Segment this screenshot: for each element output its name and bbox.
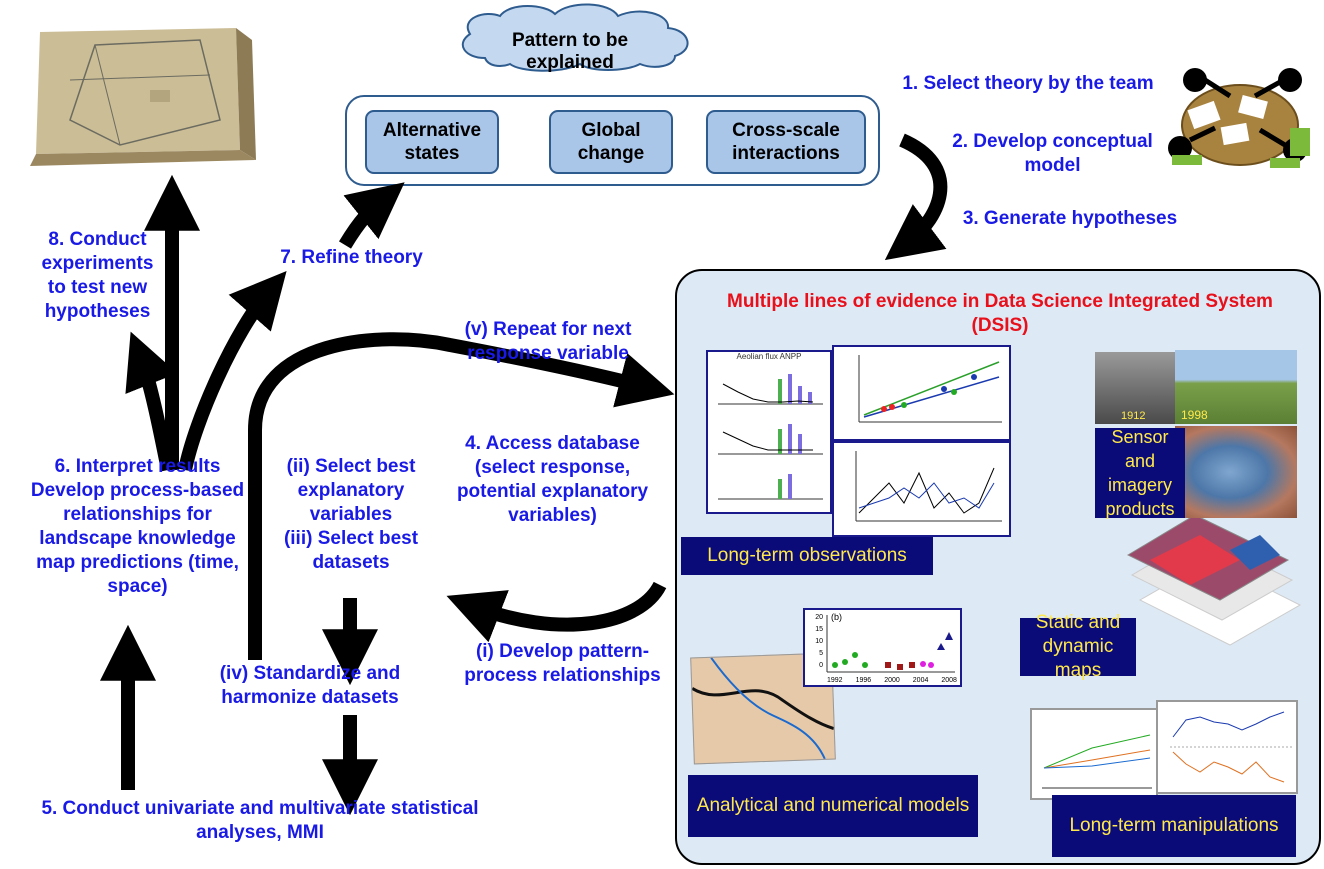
arrow-refine-theory <box>338 182 405 249</box>
arrow-develop-pattern <box>446 581 667 643</box>
pattern-cloud <box>461 3 689 72</box>
arrow-repeat-next <box>248 332 675 660</box>
arrow-to-hypotheses <box>125 331 178 472</box>
x-tick-2000: 2000 <box>884 677 900 684</box>
dsis-title: Multiple lines of evidence in Data Scien… <box>727 291 1273 336</box>
model-chart-y-labels: 20 15 10 5 0 <box>807 612 823 672</box>
panel-static-dynamic-maps: Static and dynamic maps <box>1020 612 1136 681</box>
panel-long-term-observations: Long-term observations <box>681 537 933 575</box>
step-1-select-theory: 1. Select theory by the team <box>902 73 1154 94</box>
aeolian-chart-title: Aeolian flux ANPP <box>736 352 802 361</box>
step-8-conduct-experiments: 8. Conduct experiments to test new hypot… <box>41 229 154 322</box>
panel-analytical-models: Analytical and numerical models <box>688 775 978 837</box>
step-7-refine-theory: 7. Refine theory <box>280 247 423 268</box>
substep-ii-iii-select: (ii) Select best explanatory variables (… <box>266 455 436 575</box>
substep-ii-label: (ii) Select best explanatory variables <box>286 456 416 525</box>
map-stack-image <box>1126 514 1302 646</box>
x-tick-1992: 1992 <box>827 677 843 684</box>
panel-long-term-manipulations: Long-term manipulations <box>1052 795 1296 857</box>
terrain-map-image <box>690 652 836 765</box>
team-clipart <box>1168 68 1310 168</box>
model-chart-drawing <box>826 615 955 673</box>
y-tick-15: 15 <box>815 626 823 633</box>
response-chart-drawing <box>1170 711 1292 783</box>
time-series-chart <box>832 441 1011 537</box>
step-3-generate-hypotheses: 3. Generate hypotheses <box>962 208 1178 229</box>
model-scatter-chart: (b) 20 15 10 5 0 1992 1996 2000 2004 200… <box>803 608 962 687</box>
theme-alternative-states: Alternative states <box>365 110 499 174</box>
manipulation-response-chart <box>1156 700 1298 794</box>
model-chart-label: (b) <box>831 612 842 622</box>
substep-iv-standardize: (iv) Standardize and harmonize datasets <box>219 663 401 708</box>
manipulation-chart-drawing <box>1042 734 1152 789</box>
photo-1998: 1998 <box>1175 350 1297 424</box>
scatter-chart-drawing <box>858 355 1002 423</box>
aeolian-chart-drawing <box>718 374 823 500</box>
landsat-image <box>1175 426 1297 518</box>
y-tick-20: 20 <box>815 614 823 621</box>
arrow-to-refine-theory <box>178 271 287 472</box>
x-tick-2008: 2008 <box>941 677 957 684</box>
theme-global-change: Global change <box>549 110 673 174</box>
photo-1912: 1912 <box>1095 352 1175 424</box>
time-series-drawing <box>855 451 1002 522</box>
step-2-conceptual-model: 2. Develop conceptual model <box>952 131 1153 176</box>
step-6-interpret-results: 6. Interpret results Develop process-bas… <box>30 456 245 597</box>
aeolian-flux-chart: Aeolian flux ANPP <box>706 350 832 514</box>
panel-sensor-imagery: Sensor and imagery products <box>1095 427 1185 519</box>
model-chart-x-labels: 1992 1996 2000 2004 2008 <box>827 677 957 684</box>
arrow-generate-hypotheses <box>884 133 948 261</box>
step-4-access-database: 4. Access database (select response, pot… <box>456 433 649 526</box>
y-tick-5: 5 <box>819 650 823 657</box>
photo-1912-label: 1912 <box>1121 410 1146 422</box>
scatter-regression-chart <box>832 345 1011 441</box>
y-tick-0: 0 <box>819 662 823 669</box>
x-tick-2004: 2004 <box>912 677 929 684</box>
y-tick-10: 10 <box>815 638 823 645</box>
satellite-image <box>30 28 256 166</box>
step-5-conduct-analyses: 5. Conduct univariate and multivariate s… <box>41 798 479 843</box>
substep-v-repeat: (v) Repeat for next response variable <box>464 319 632 364</box>
substep-i-develop: (i) Develop pattern-process relationship… <box>464 641 661 686</box>
terrain-map-drawing <box>691 657 835 760</box>
x-tick-1996: 1996 <box>855 677 872 684</box>
theme-cross-scale-interactions: Cross-scale interactions <box>706 110 866 174</box>
photo-1998-label: 1998 <box>1181 408 1208 422</box>
manipulation-line-chart <box>1030 708 1158 800</box>
cloud-title: Pattern to be explained <box>511 30 629 73</box>
substep-iii-label: (iii) Select best datasets <box>283 528 419 573</box>
